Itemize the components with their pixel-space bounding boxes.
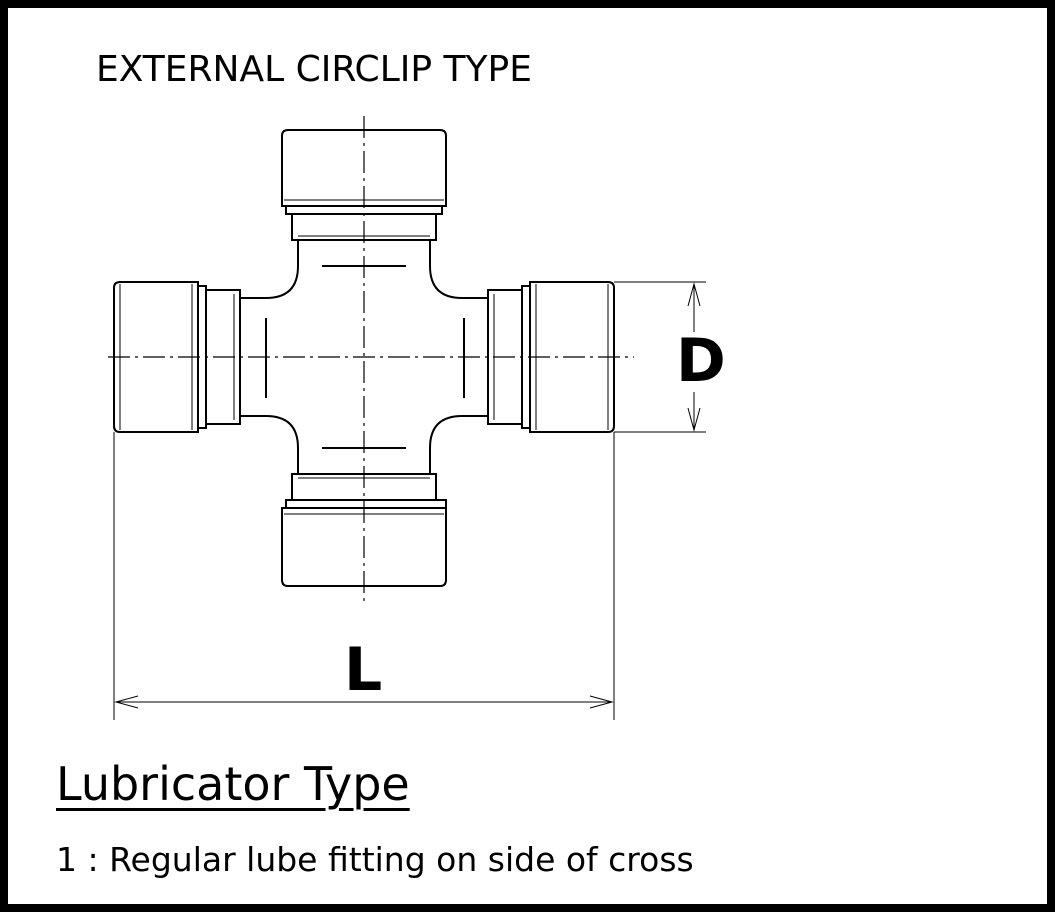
universal-joint-cross-drawing	[108, 116, 706, 720]
lubricator-item: 1 : Regular lube fitting on side of cros…	[56, 840, 694, 879]
drawing-title: EXTERNAL CIRCLIP TYPE	[96, 49, 532, 90]
dimension-l	[113, 432, 615, 720]
lubricator-type-heading: Lubricator Type	[56, 757, 410, 811]
dimension-d-label: D	[676, 326, 726, 396]
dimension-d	[614, 281, 706, 433]
center-lines	[108, 116, 634, 602]
dimension-l-label: L	[344, 635, 383, 705]
